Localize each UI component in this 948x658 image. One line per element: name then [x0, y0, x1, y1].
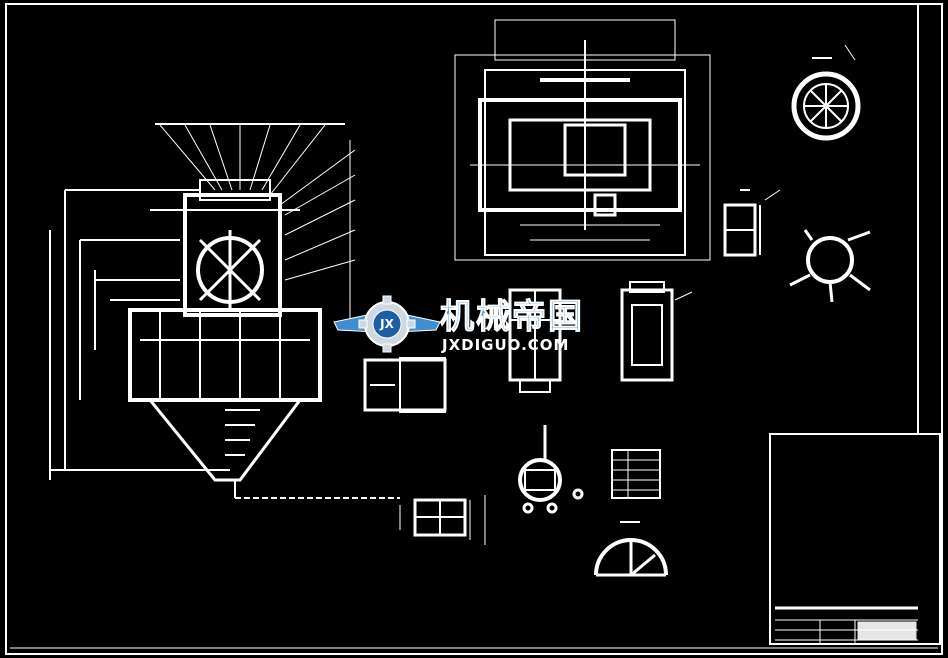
- top-view: [454, 19, 711, 261]
- detail-view-roller: [518, 425, 584, 514]
- detail-view-star: [789, 229, 871, 303]
- section-view-box: [363, 357, 447, 413]
- detail-view-bracket: [723, 189, 781, 257]
- section-view-column: [508, 288, 562, 393]
- detail-view-wheel: [791, 44, 861, 141]
- gear-wings-icon: [333, 295, 441, 353]
- section-view-outlet: [399, 495, 486, 545]
- watermark-title: 机械帝国: [440, 297, 584, 337]
- parts-table: [611, 449, 661, 499]
- title-block: [769, 433, 941, 645]
- watermark: JX 机械帝国 JXDIGUO.COM: [332, 292, 622, 360]
- emblem-letters: JX: [380, 317, 394, 331]
- section-view-tall: [620, 281, 693, 382]
- drawing-frame: [5, 3, 943, 655]
- detail-view-arc: [594, 521, 668, 577]
- main-assembly-view: [49, 123, 400, 499]
- watermark-site: JXDIGUO.COM: [442, 336, 570, 354]
